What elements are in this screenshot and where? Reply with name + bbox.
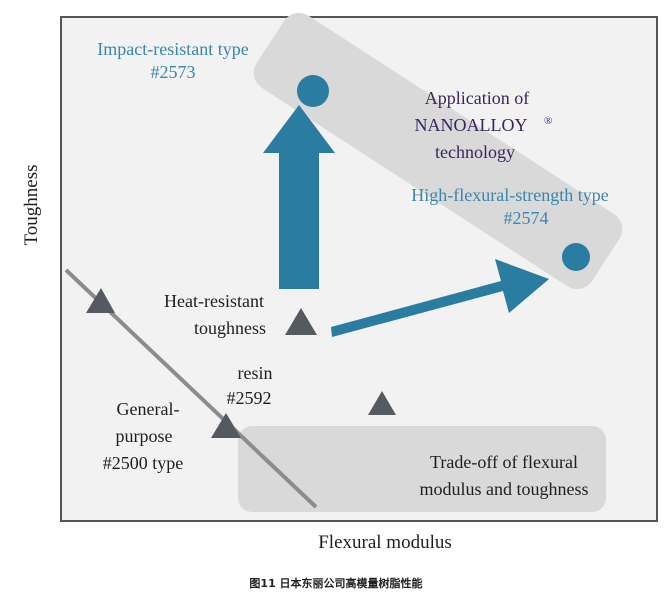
heat-resistant-label-line2: toughness xyxy=(194,318,266,338)
application-label-line2: NANOALLOY xyxy=(415,115,528,135)
tradeoff-label-line2: modulus and toughness xyxy=(420,479,589,499)
triangle-marker xyxy=(86,288,115,313)
general-purpose-label-line3: #2500 type xyxy=(103,453,184,473)
toughness-up-arrow xyxy=(263,105,335,289)
general-purpose-label-line2: purpose xyxy=(116,426,173,446)
nanoalloy-region xyxy=(253,12,623,290)
triangle-marker xyxy=(211,413,241,438)
tradeoff-region xyxy=(238,426,606,512)
flex-type-label: High-flexural-strength type xyxy=(411,185,608,205)
flex-type-circle xyxy=(562,243,590,271)
application-label-line1: Application of xyxy=(425,88,529,108)
triangle-marker xyxy=(368,391,396,415)
flexural-right-arrow xyxy=(331,259,549,337)
registered-mark: ® xyxy=(544,115,552,127)
resin-label-line1: resin xyxy=(238,363,273,383)
impact-type-circle xyxy=(297,75,329,107)
general-purpose-label-line1: General- xyxy=(117,399,180,419)
triangle-marker xyxy=(285,308,317,335)
x-axis-label: Flexural modulus xyxy=(318,532,452,553)
impact-type-number: #2573 xyxy=(151,62,196,82)
impact-type-label: Impact-resistant type xyxy=(97,39,248,59)
tradeoff-label-line1: Trade-off of flexural xyxy=(430,452,578,472)
heat-resistant-label-line1: Heat-resistant xyxy=(164,291,264,311)
y-axis-label: Toughness xyxy=(21,164,42,245)
figure-caption: 图11 日本东丽公司高模量树脂性能 xyxy=(249,577,423,590)
application-label-line3: technology xyxy=(435,142,515,162)
flex-type-number: #2574 xyxy=(504,208,549,228)
resin-label-line2: #2592 xyxy=(227,388,272,408)
